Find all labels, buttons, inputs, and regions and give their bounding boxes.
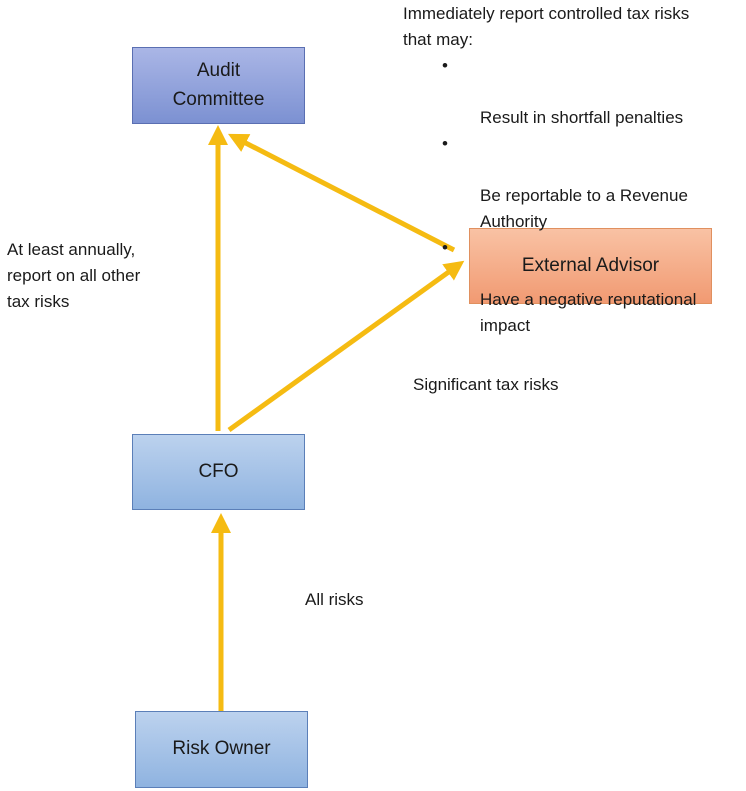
external-advisor-label: External Advisor (521, 254, 660, 276)
risk-owner-label: Risk Owner (172, 738, 271, 760)
bullet-icon: • (442, 238, 448, 257)
audit-committee-node: Audit Committee (132, 47, 305, 124)
list-item-text: Have a negative reputational impact (480, 290, 697, 335)
arrow-external-advisor-to-audit-committee (227, 133, 456, 253)
audit-committee-label: Audit Committee (172, 60, 265, 110)
cfo-label: CFO (198, 460, 239, 482)
significant-tax-risks-label: Significant tax risks (413, 375, 559, 394)
bullet-icon: • (442, 134, 448, 153)
list-item: • Be reportable to a Revenue Authority (403, 131, 743, 235)
cfo-node: CFO (132, 434, 305, 510)
escalation-note-intro: Immediately report controlled tax risks … (403, 4, 690, 49)
list-item-text: Be reportable to a Revenue Authority (480, 186, 688, 231)
external-advisor-node: External Advisor (469, 228, 712, 304)
list-item: • Have a negative reputational impact (403, 235, 743, 339)
annual-report-label: At least annually, report on all other t… (7, 240, 141, 311)
bullet-icon: • (442, 56, 448, 75)
list-item-text: Result in shortfall penalties (480, 108, 684, 127)
escalation-note: Immediately report controlled tax risks … (403, 1, 743, 339)
arrow-cfo-to-external-advisor (227, 260, 465, 433)
all-risks-label: All risks (305, 590, 364, 609)
escalation-criteria-list: • Result in shortfall penalties • Be rep… (403, 53, 743, 339)
list-item: • Result in shortfall penalties (403, 53, 743, 131)
risk-owner-node: Risk Owner (135, 711, 308, 788)
